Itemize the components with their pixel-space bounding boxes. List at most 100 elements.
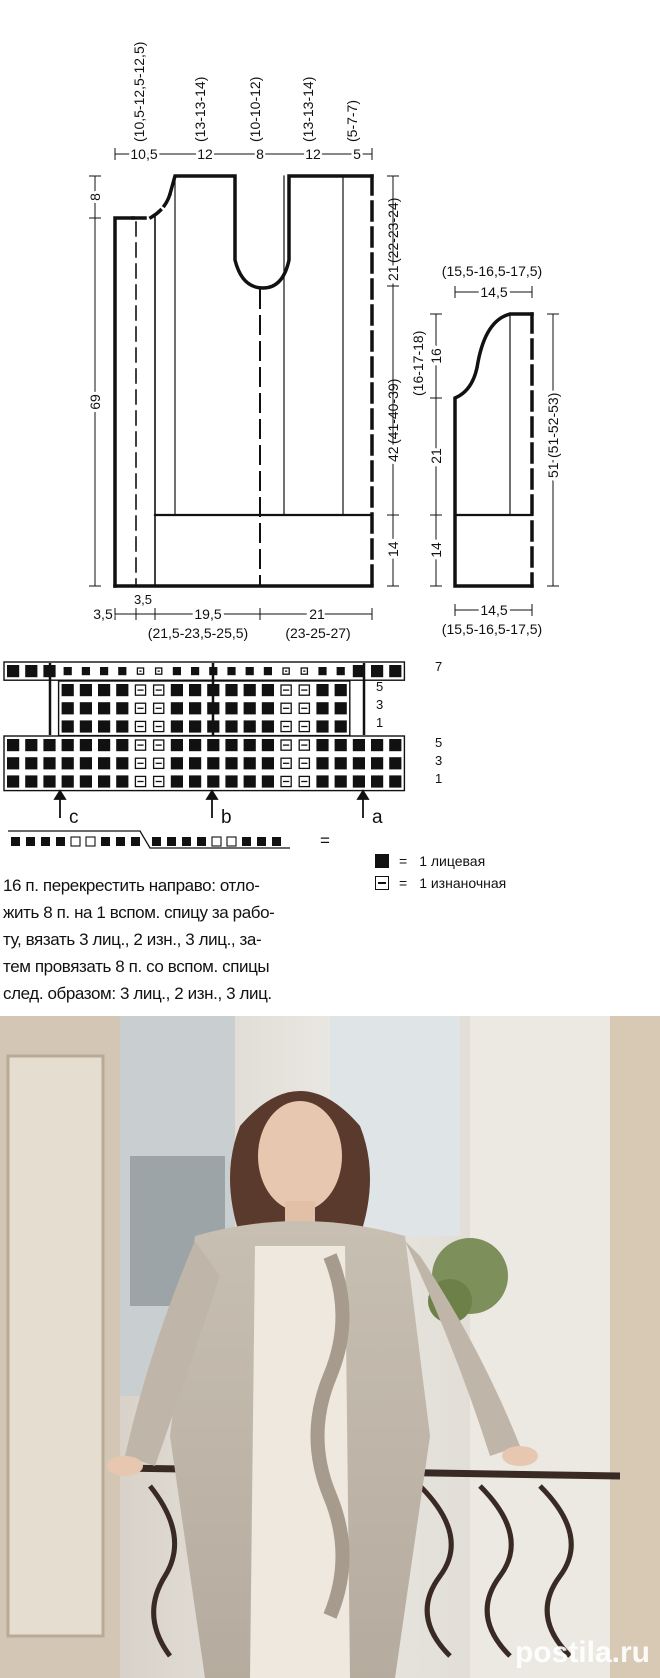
front-bottom-small-2: 3,5	[134, 592, 152, 607]
marker-a: a	[372, 807, 383, 828]
knit-stitch	[352, 757, 365, 770]
marker-b: b	[221, 807, 232, 828]
sleeve-bottom-width-alt: (15,5-16,5-17,5)	[442, 621, 542, 637]
schematic-diagram: 10,5 12 8 12 5 (10,5-12,5-12,5) (13-13-1…	[3, 41, 561, 850]
chart-row-label-5-bottom: 5	[435, 735, 442, 750]
front-bottom-width-2: 21	[309, 606, 325, 622]
knit-stitch	[61, 720, 74, 733]
cable-purl-stitch	[226, 836, 237, 847]
sleeve-right-height-alt: (51-52-53)	[545, 393, 561, 458]
knit-stitch	[389, 739, 402, 752]
knit-stitch	[7, 665, 20, 678]
knit-stitch	[25, 665, 38, 678]
chart-row-label-1-top: 1	[376, 715, 383, 730]
knit-stitch	[245, 667, 254, 676]
knit-stitch	[334, 684, 347, 697]
sleeve-left-height-1: 16	[428, 348, 444, 364]
legend-knit: = 1 лицевая	[375, 850, 506, 872]
chart-markers	[53, 789, 370, 818]
knit-stitch	[79, 739, 92, 752]
knit-stitch	[225, 757, 238, 770]
knit-stitch	[316, 684, 329, 697]
cable-knit-stitch	[26, 837, 35, 846]
front-top-width-2: 12	[197, 146, 213, 162]
knit-stitch	[371, 757, 384, 770]
door-frame-right	[610, 1016, 660, 1678]
knit-stitch	[170, 775, 183, 788]
knit-stitch	[352, 665, 365, 678]
front-right-height-1-alt: (22-23-24)	[385, 198, 401, 263]
cable-purl-stitch	[211, 836, 222, 847]
knit-stitch	[225, 775, 238, 788]
knit-stitch	[352, 775, 365, 788]
chart-row-label-3-bottom: 3	[435, 753, 442, 768]
chart-frame	[57, 680, 351, 737]
knit-stitch	[61, 739, 74, 752]
knit-stitch	[207, 739, 220, 752]
knit-stitch	[243, 684, 256, 697]
knit-stitch	[170, 702, 183, 715]
knit-stitch	[189, 684, 202, 697]
knit-stitch	[98, 702, 111, 715]
caption-line: тем провязать 8 п. со вспом. спицы	[3, 957, 270, 976]
sleeve-bottom-width: 14,5	[480, 602, 507, 618]
cable-knit-stitch	[11, 837, 20, 846]
stitch-chart	[3, 661, 406, 792]
sleeve-piece	[453, 312, 534, 588]
knit-stitch	[79, 720, 92, 733]
knit-stitch	[225, 720, 238, 733]
knit-stitch	[336, 667, 345, 676]
knit-stitch	[318, 667, 327, 676]
knit-stitch	[389, 775, 402, 788]
cable-cross-line	[8, 830, 290, 849]
caption-line: ту, вязать 3 лиц., 2 изн., 3 лиц., за-	[3, 930, 262, 949]
knit-stitch	[225, 684, 238, 697]
front-bottom-small-1: 3,5	[93, 606, 113, 622]
knit-stitch	[316, 739, 329, 752]
knit-stitch	[389, 665, 402, 678]
front-left-height-1: 8	[87, 193, 103, 201]
front-left-dimension	[89, 175, 101, 587]
knit-stitch	[261, 702, 274, 715]
legend-equals: =	[399, 853, 408, 869]
knit-stitch	[100, 667, 109, 676]
front-top-width-alt-1: (10,5-12,5-12,5)	[131, 42, 147, 142]
knit-stitch	[61, 684, 74, 697]
knit-stitch	[243, 720, 256, 733]
knit-stitch	[63, 667, 72, 676]
cable-instructions: 16 п. перекрестить направо: отло- жить 8…	[3, 872, 348, 1007]
front-bottom-width-alt-1: (21,5-23,5-25,5)	[148, 625, 248, 641]
knit-stitch	[79, 775, 92, 788]
sleeve-top-width-alt: (15,5-16,5-17,5)	[442, 263, 542, 279]
knit-stitch	[261, 720, 274, 733]
knit-stitch	[371, 665, 384, 678]
knit-stitch	[334, 720, 347, 733]
front-top-width-alt-5: (5-7-7)	[344, 100, 360, 142]
knit-stitch	[7, 757, 20, 770]
knit-stitch	[43, 775, 56, 788]
model-figure	[107, 1091, 538, 1678]
chart-row-label-5-top: 5	[376, 679, 383, 694]
knit-stitch	[81, 667, 90, 676]
knit-stitch	[61, 775, 74, 788]
knit-stitch	[207, 775, 220, 788]
knit-stitch	[170, 757, 183, 770]
knit-stitch	[61, 702, 74, 715]
front-piece	[113, 174, 374, 588]
chart-row-label-3-top: 3	[376, 697, 383, 712]
legend-equals: =	[399, 875, 408, 891]
knit-stitch	[172, 667, 181, 676]
knit-stitch	[61, 757, 74, 770]
sleeve-left-height-alt: (16-17-18)	[410, 331, 426, 396]
knit-stitch	[191, 667, 200, 676]
knit-stitch	[334, 775, 347, 788]
cable-purl-stitch	[70, 836, 81, 847]
knit-stitch	[98, 720, 111, 733]
chart-row-label-1-bottom: 1	[435, 771, 442, 786]
knit-stitch	[79, 684, 92, 697]
sleeve-dimensions	[430, 286, 559, 616]
knit-stitch	[261, 757, 274, 770]
knit-stitch	[25, 739, 38, 752]
sleeve-left-height-3: 14	[428, 542, 444, 558]
knit-stitch	[334, 702, 347, 715]
